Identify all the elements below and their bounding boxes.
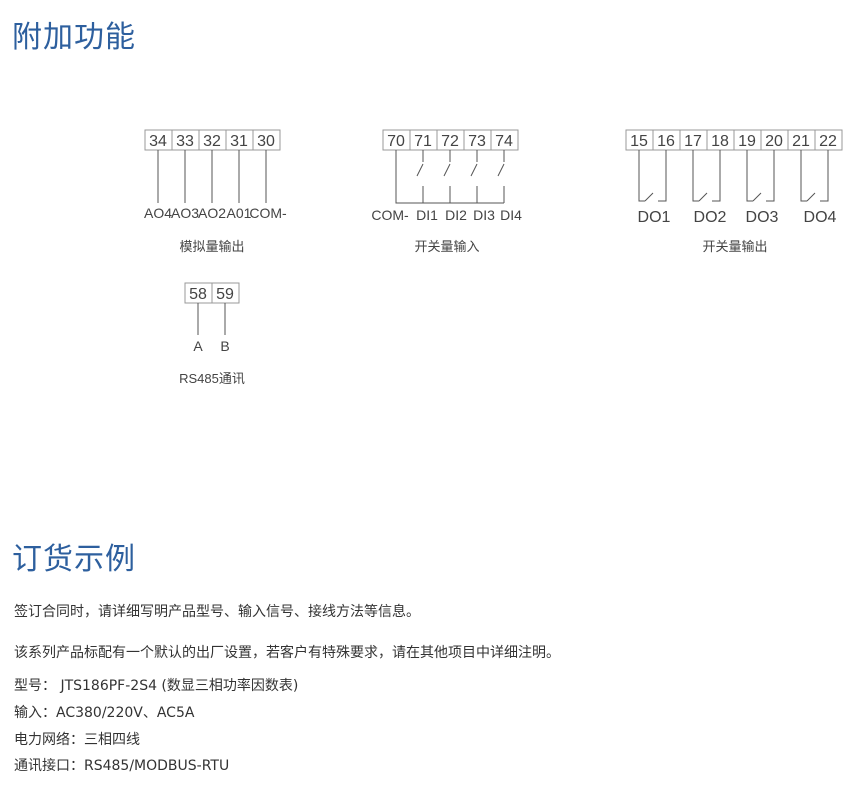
terminal-number: 33 (176, 133, 194, 150)
relay-contacts (638, 150, 829, 202)
terminal-number: 72 (441, 133, 459, 150)
order-note: 该系列产品标配有一个默认的出厂设置，若客户有特殊要求，请在其他项目中详细注明。 (14, 645, 560, 661)
terminal-number: 70 (387, 133, 405, 150)
order-input: 输入：AC380/220V、AC5A (14, 705, 195, 721)
analog-output-diagram: 34 33 32 31 30 AO4 AO3 AO2 A01 COM- 模拟量输… (144, 129, 287, 254)
diagram-caption: 开关量输出 (702, 239, 767, 254)
terminal-number: 16 (657, 133, 675, 150)
switch-output-diagram: 15 16 17 18 19 20 21 22 DO1 DO2 DO3 DO4 … (625, 129, 843, 254)
wire-label: DI3 (473, 207, 495, 223)
wire-label: DI1 (416, 207, 438, 223)
terminal-number: 71 (414, 133, 432, 150)
diagram-caption: RS485通讯 (179, 371, 245, 386)
wire-label: COM- (371, 207, 409, 223)
terminal-number: 59 (216, 286, 234, 303)
wire (157, 150, 267, 203)
terminal-number: 58 (189, 286, 207, 303)
diagram-caption: 开关量输入 (414, 239, 479, 254)
wire-label: DO2 (694, 209, 727, 226)
switch-input-diagram: 70 71 72 73 74 COM- DI1 DI2 DI3 DI4 开关量输… (371, 129, 522, 254)
wire (197, 303, 226, 335)
rs485-diagram: 58 59 A B RS485通讯 (179, 282, 245, 386)
wire-label: AO2 (198, 205, 226, 221)
wire-label: A (193, 338, 203, 354)
wiring-diagrams: 34 33 32 31 30 AO4 AO3 AO2 A01 COM- 模拟量输… (144, 129, 843, 386)
terminal-number: 32 (203, 133, 221, 150)
terminal-number: 21 (792, 133, 810, 150)
terminal-number: 17 (684, 133, 702, 150)
common-wire (395, 150, 504, 204)
diagram-caption: 模拟量输出 (179, 239, 244, 254)
order-network: 电力网络：三相四线 (14, 732, 140, 748)
wire-label: COM- (249, 205, 287, 221)
order-model: 型号： JTS186PF-2S4 (数显三相功率因数表) (14, 678, 299, 694)
order-interface: 通讯接口：RS485/MODBUS-RTU (14, 758, 230, 774)
order-note: 签订合同时，请详细写明产品型号、输入信号、接线方法等信息。 (14, 604, 420, 620)
terminal-number: 73 (468, 133, 486, 150)
terminal-number: 30 (257, 133, 275, 150)
switch-contacts (416, 150, 505, 203)
terminal-number: 15 (630, 133, 648, 150)
terminal-number: 34 (149, 133, 167, 150)
wire-label: DO1 (638, 209, 671, 226)
wire-label: A01 (227, 205, 252, 221)
terminal-number: 22 (819, 133, 837, 150)
wire-label: DO4 (804, 209, 837, 226)
wire-label: DI2 (445, 207, 467, 223)
wire-label: DI4 (500, 207, 522, 223)
terminal-number: 20 (765, 133, 783, 150)
section-title-order: 订货示例 (12, 542, 136, 577)
terminal-number: 74 (495, 133, 513, 150)
terminal-number: 19 (738, 133, 756, 150)
wire-label: DO3 (746, 209, 779, 226)
wire-label: AO4 (144, 205, 172, 221)
terminal-number: 18 (711, 133, 729, 150)
section-title-functions: 附加功能 (12, 20, 136, 55)
wire-label: AO3 (171, 205, 199, 221)
wire-label: B (220, 338, 229, 354)
terminal-number: 31 (230, 133, 248, 150)
